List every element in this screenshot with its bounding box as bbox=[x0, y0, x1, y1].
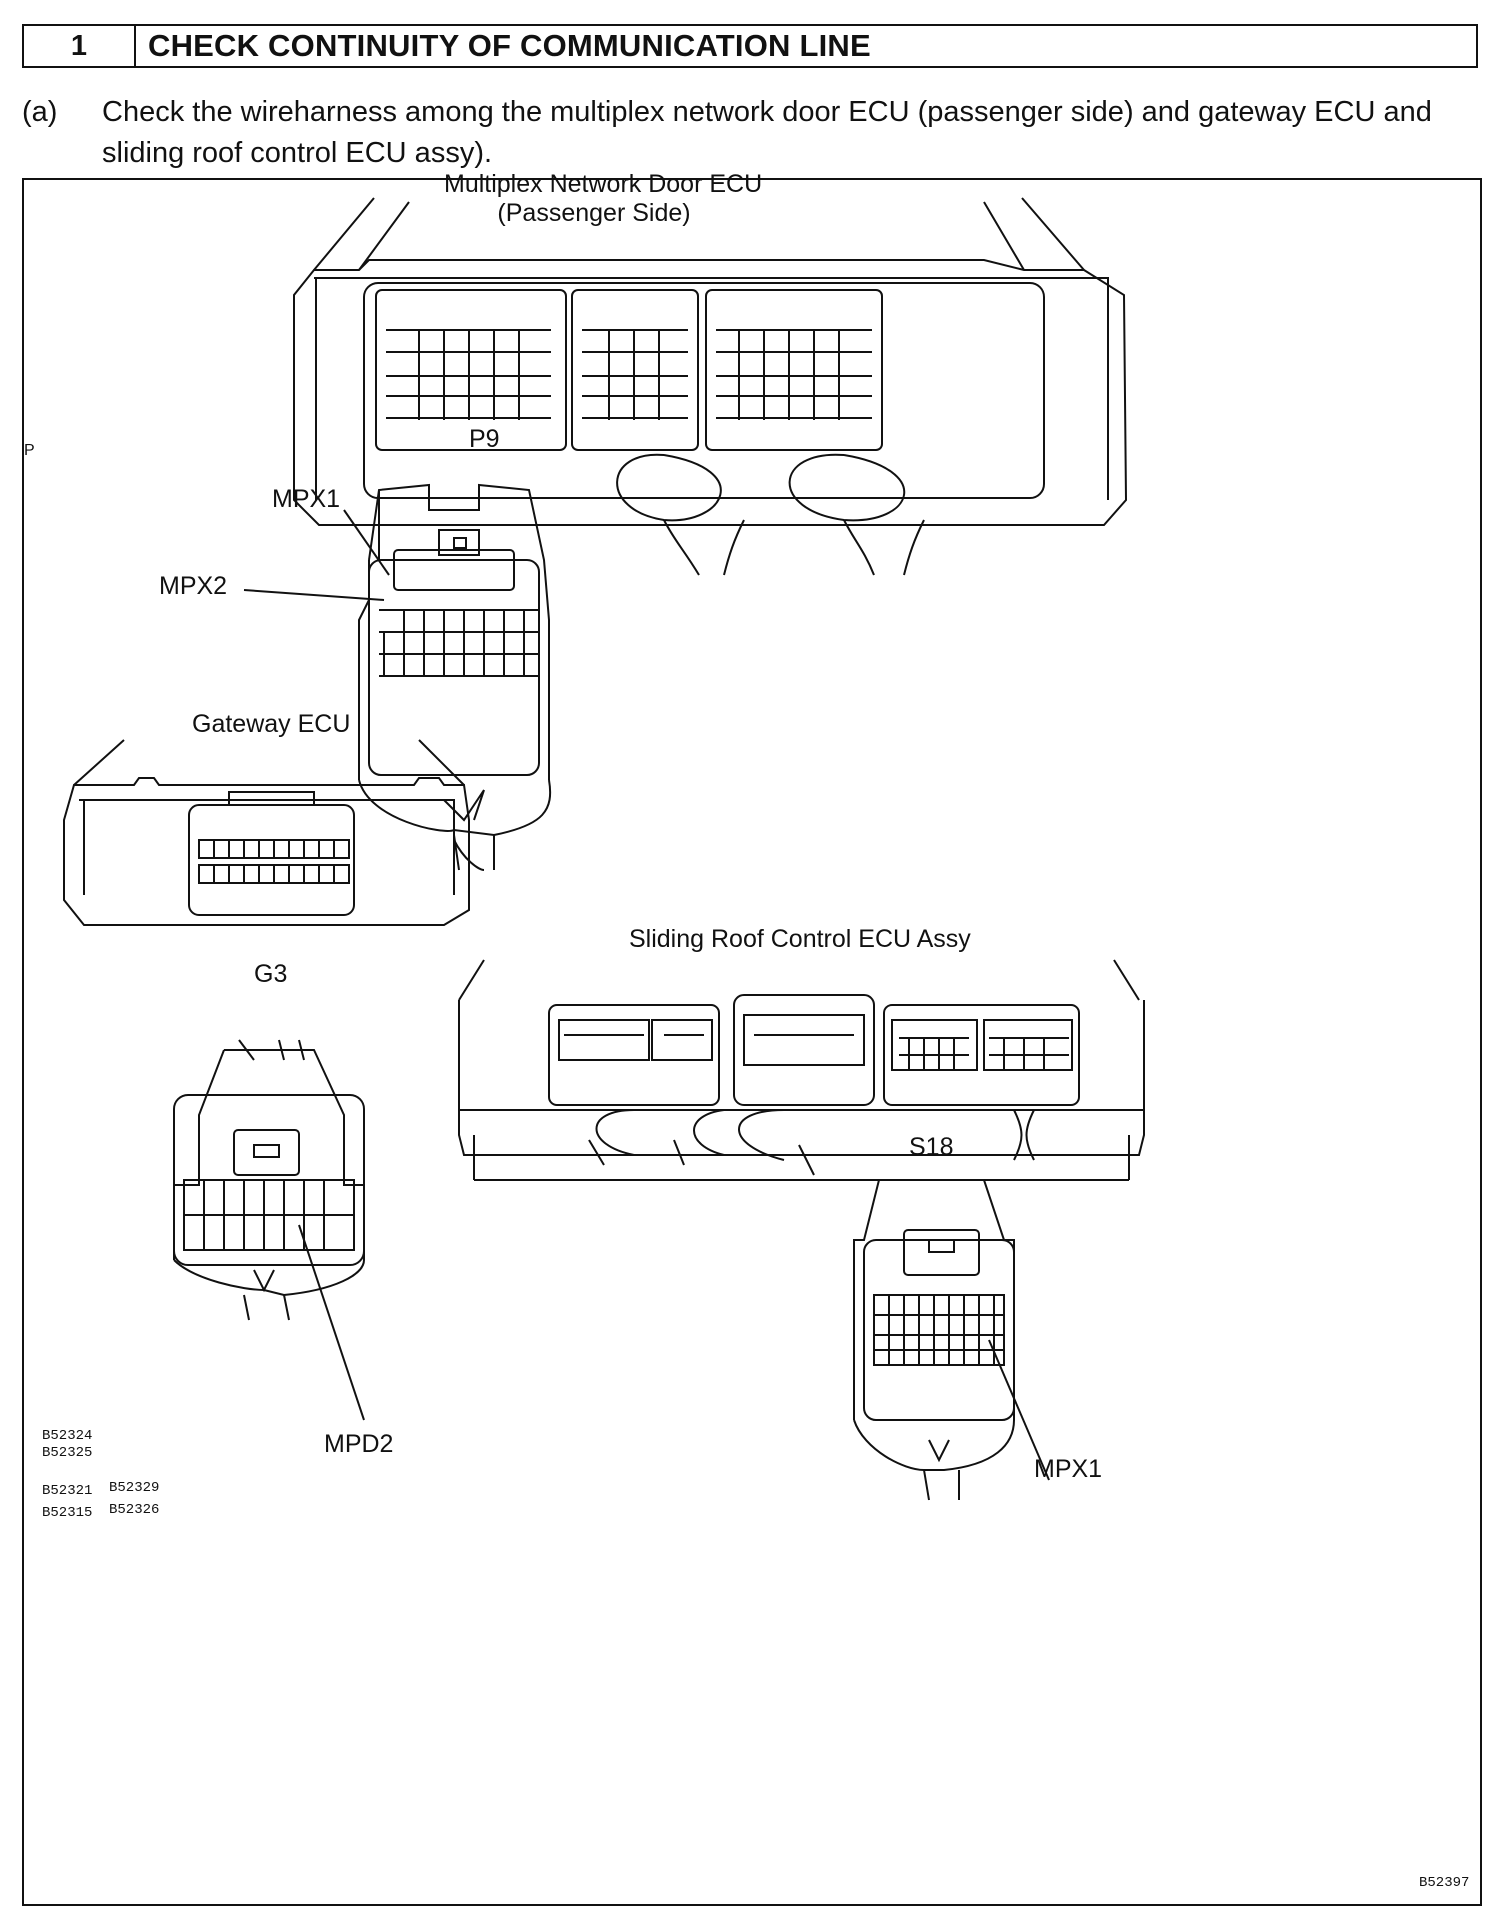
gateway-ecu-title: Gateway ECU bbox=[192, 710, 351, 738]
ref-code: B52325 bbox=[42, 1445, 93, 1461]
ref-code: B52324 bbox=[42, 1428, 93, 1444]
door-ecu-title-line2: (Passenger Side) bbox=[497, 199, 691, 227]
ref-code: B52315 bbox=[42, 1505, 93, 1521]
instruction-label: (a) bbox=[22, 96, 58, 128]
g3-leader-line bbox=[298, 1224, 365, 1421]
g3-label: G3 bbox=[254, 960, 288, 988]
p9-label: P9 bbox=[469, 425, 500, 453]
g3-pin-mpd2: MPD2 bbox=[324, 1430, 394, 1458]
instruction-text: Check the wireharness among the multiple… bbox=[102, 96, 1432, 169]
p9-connector bbox=[358, 483, 552, 871]
p9-pin-mpx2: MPX2 bbox=[159, 572, 228, 600]
ref-code: B52329 bbox=[109, 1480, 160, 1496]
step-title: CHECK CONTINUITY OF COMMUNICATION LINE bbox=[148, 28, 871, 63]
wiring-figure: Multiplex Network Door ECU (Passenger Si… bbox=[22, 170, 1482, 1906]
figure-id: B52397 bbox=[1419, 1875, 1470, 1891]
sliding-roof-ecu-body bbox=[458, 959, 1145, 1181]
p9-pin-mpx1: MPX1 bbox=[272, 485, 341, 513]
s18-leader-line bbox=[988, 1339, 1050, 1481]
door-ecu-body bbox=[293, 197, 1128, 576]
step-number: 1 bbox=[24, 26, 136, 66]
step-header: 1 CHECK CONTINUITY OF COMMUNICATION LINE bbox=[22, 24, 1478, 68]
s18-connector bbox=[853, 1179, 1015, 1501]
g3-connector bbox=[173, 1039, 365, 1321]
door-ecu-title-line1: Multiplex Network Door ECU bbox=[444, 170, 763, 198]
p9-leader-lines bbox=[243, 509, 390, 601]
door-ecu-title: Multiplex Network Door ECU (Passenger Si… bbox=[444, 170, 763, 228]
s18-pin-mpx1: MPX1 bbox=[1034, 1455, 1103, 1483]
ref-code: B52321 bbox=[42, 1483, 93, 1499]
ref-code: B52326 bbox=[109, 1502, 160, 1518]
gateway-ecu-body bbox=[63, 739, 470, 926]
sliding-roof-ecu-title: Sliding Roof Control ECU Assy bbox=[629, 925, 971, 953]
s18-label: S18 bbox=[909, 1133, 954, 1161]
side-marker: P bbox=[24, 442, 35, 459]
connector-drawing bbox=[63, 197, 1145, 1501]
